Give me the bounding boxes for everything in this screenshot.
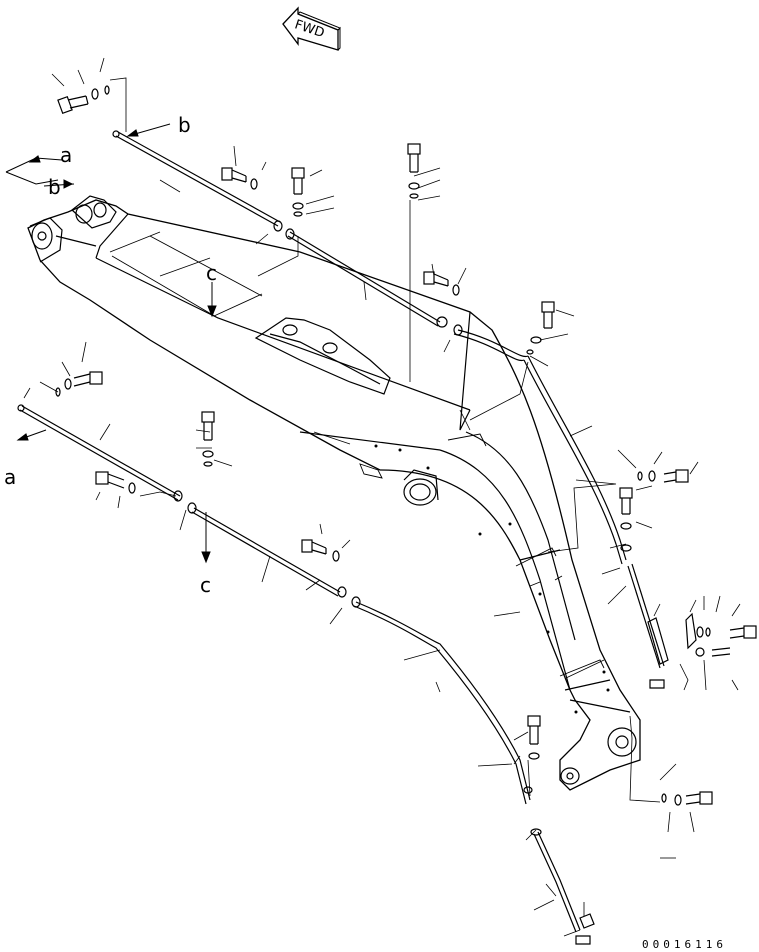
clamp-icon <box>579 913 595 929</box>
bolt-icon <box>73 371 103 387</box>
fitting-icon <box>695 647 705 657</box>
fitting-icon <box>436 316 448 328</box>
hardware-bolts <box>55 85 757 945</box>
view-arrows <box>5 123 217 564</box>
upper-grease-tube <box>112 130 665 669</box>
lockwasher-icon <box>104 85 110 95</box>
ref-letter-b-upper: b <box>178 113 191 137</box>
washer-icon <box>64 378 72 390</box>
fitting-icon <box>523 786 533 794</box>
bolt-icon <box>423 271 449 287</box>
bolt-icon <box>57 95 89 115</box>
fitting-icon <box>173 490 183 502</box>
fitting-icon <box>351 596 361 608</box>
ref-letter-c-lower: c <box>200 573 211 597</box>
clamp-icon <box>685 612 697 650</box>
lower-grease-tube <box>17 404 581 933</box>
nipple-icon <box>649 679 665 689</box>
fitting-icon <box>453 324 463 336</box>
washer-icon <box>408 182 420 190</box>
boom-body <box>27 195 641 791</box>
lockwasher-icon <box>705 627 711 637</box>
drawing-number: 00016116 <box>642 938 727 951</box>
elbow-fitting-icon <box>711 647 731 657</box>
ref-letter-a-top: a <box>60 143 72 167</box>
washer-icon <box>128 482 136 494</box>
bolt-icon <box>685 791 713 805</box>
ref-letter-c-upper: c <box>206 261 217 285</box>
washer-icon <box>674 794 682 806</box>
washer-icon <box>202 450 214 458</box>
lockwasher-icon <box>661 793 667 803</box>
washer-icon <box>620 522 632 530</box>
bolt-icon <box>407 143 421 173</box>
lockwasher-icon <box>55 387 61 397</box>
washer-icon <box>292 202 304 210</box>
washer-icon <box>250 178 258 190</box>
washer-icon <box>452 284 460 296</box>
lockwasher-icon <box>293 211 303 217</box>
fitting-icon <box>273 220 283 232</box>
bolt-icon <box>95 471 125 489</box>
fitting-icon <box>187 502 197 514</box>
washer-icon <box>530 336 542 344</box>
washer-icon <box>332 550 340 562</box>
ref-letter-a-left: a <box>4 465 16 489</box>
lockwasher-icon <box>637 471 643 481</box>
washer-icon <box>648 470 656 482</box>
lockwasher-icon <box>203 461 213 467</box>
bolt-icon <box>619 487 633 515</box>
bolt-icon <box>201 411 215 441</box>
washer-icon <box>91 88 99 100</box>
fitting-icon <box>530 828 542 836</box>
clamp-icon <box>647 617 669 665</box>
nipple-icon <box>575 935 591 945</box>
lockwasher-icon <box>409 193 419 199</box>
washer-icon <box>696 626 704 638</box>
bolt-icon <box>291 167 305 195</box>
bolt-icon <box>729 625 757 639</box>
lockwasher-icon <box>526 349 534 355</box>
fitting-icon <box>285 228 295 240</box>
bolt-icon <box>301 539 327 555</box>
fitting-icon <box>620 544 632 552</box>
leader-lines <box>23 57 741 937</box>
bolt-icon <box>663 469 689 483</box>
fitting-icon <box>337 586 347 598</box>
washer-icon <box>528 752 540 760</box>
bolt-icon <box>527 715 541 745</box>
fwd-arrow: FWD <box>282 6 341 51</box>
bolt-icon <box>541 301 555 329</box>
bolt-icon <box>221 167 247 183</box>
ref-letter-b-left: b <box>48 175 61 199</box>
